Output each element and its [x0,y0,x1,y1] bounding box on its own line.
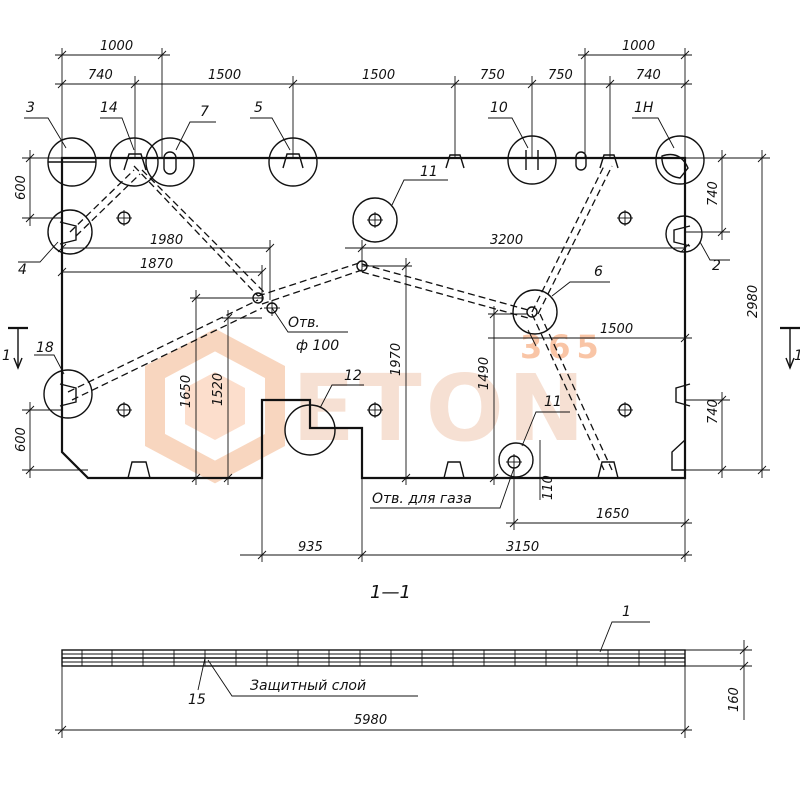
dim-110: 110 [541,475,556,500]
dim-1000-left: 1000 [100,39,133,54]
protective-layer-label: Защитный слой [250,678,366,694]
dim-1870: 1870 [140,257,173,272]
callout-11-top: 11 [420,164,438,180]
dim-1490-vertical: 1490 [477,357,492,390]
dim-600-left-bottom: 600 [14,427,29,452]
top-dimension-texts: 1000 740 1500 1500 750 750 740 1000 [88,39,661,83]
internal-dimensions: 1980 1870 3200 1500 1650 1520 1970 1490 … [57,233,692,500]
dim-750-a: 750 [480,68,505,83]
callout-1n: 1Н [634,100,654,116]
dim-1500-mid: 1500 [600,322,633,337]
dim-1650-horizontal: 1650 [596,507,629,522]
callout-18: 18 [36,340,54,356]
crosshair-marks [116,210,633,470]
dim-3200: 3200 [490,233,523,248]
dim-1520-vertical: 1520 [211,373,226,406]
callout-10: 10 [490,100,508,116]
callout-3: 3 [26,100,35,116]
hole-label-line2: ф 100 [296,338,339,354]
callout-11-bottom: 11 [544,394,562,410]
dim-935: 935 [298,540,323,555]
watermark-text: ETON [292,355,589,462]
section-mark-left: 1 [2,326,28,370]
section-length: 5980 [354,713,387,728]
callout-7: 7 [200,104,209,120]
callout-14: 14 [100,100,118,116]
dim-3150: 3150 [506,540,539,555]
callouts: 3 14 7 5 10 1Н 11 4 2 6 18 12 11 Отв. ф … [18,100,730,509]
section-mark-right-label: 1 [794,348,800,364]
section-mark-left-label: 1 [2,348,11,364]
dim-750-b: 750 [548,68,573,83]
dim-1650-vertical: 1650 [179,375,194,408]
dim-740-right-bottom: 740 [706,399,721,424]
callout-4: 4 [18,262,27,278]
watermark-logo-icon [145,328,285,484]
section-thickness: 160 [727,687,742,712]
dim-1000-right: 1000 [622,39,655,54]
gas-hole-label: Отв. для газа [372,491,472,507]
dim-1500-a: 1500 [208,68,241,83]
bottom-dimensions: 935 1650 3150 [240,470,692,562]
lifting-cables [67,165,613,471]
dim-740-left: 740 [88,68,113,83]
hole-label-line1: Отв. [288,315,320,331]
callout-12: 12 [344,368,362,384]
callout-5: 5 [254,100,263,116]
plan-outline [60,156,687,480]
dim-740-right-top: 740 [706,181,721,206]
dim-1500-b: 1500 [362,68,395,83]
section-title: 1—1 [370,582,411,603]
section-callout-15: 15 [188,692,206,708]
section-callout-1: 1 [622,604,631,620]
dim-2980-right: 2980 [746,285,761,318]
callout-6: 6 [594,264,603,280]
section-mark-right: 1 [780,326,800,370]
top-extension-lines [55,48,692,158]
left-dimensions: 600 600 [14,150,88,478]
section-rebar-ticks [81,650,666,666]
dim-1970-vertical: 1970 [389,343,404,376]
callout-2: 2 [712,258,721,274]
embedded-parts [43,135,705,479]
watermark: ETON 365 [145,328,599,484]
dim-600-left-top: 600 [14,175,29,200]
section-1-1: 1—1 1 15 Защитный слой 5980 [55,582,752,738]
right-dimensions: 740 740 2980 [685,150,770,478]
dim-740-right: 740 [636,68,661,83]
dim-1980: 1980 [150,233,183,248]
